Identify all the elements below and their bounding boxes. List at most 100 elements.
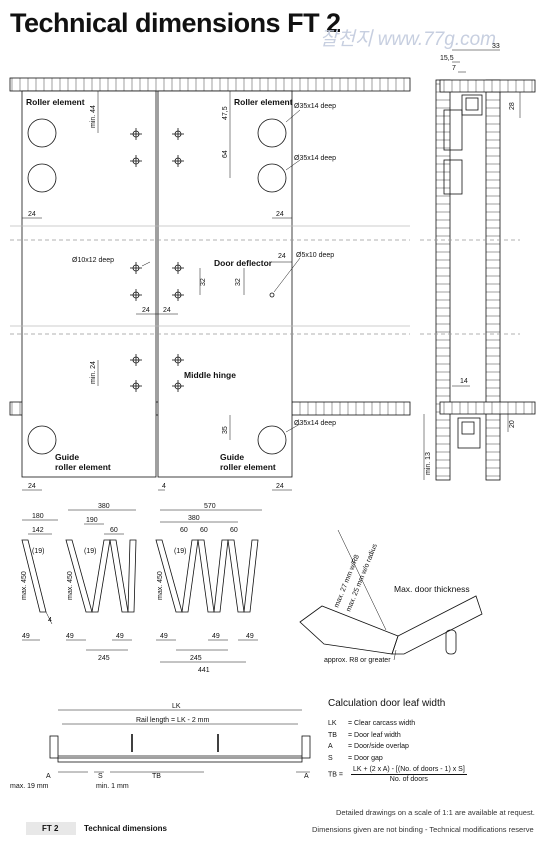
width-formula: TB = LK + (2 x A) - [(No. of doors - 1) …: [328, 766, 467, 783]
guide-roller-right-label-2: roller element: [220, 462, 276, 472]
formula-fraction: LK + (2 x A) - [(No. of doors - 1) x S] …: [350, 766, 467, 783]
hole-35x14-label-2: Ø35x14 deep: [294, 155, 336, 162]
fold-dim-60-d: 60: [230, 527, 238, 534]
radius-note: approx. R8 or greater: [324, 657, 391, 664]
side-dim-14: 14: [460, 378, 468, 385]
dim-47-5: 47,5: [222, 106, 229, 120]
dim-24-a: 24: [28, 211, 36, 218]
side-dim-28: 28: [509, 102, 516, 110]
rail-a-left: A: [46, 773, 51, 780]
legend-key: S: [328, 754, 333, 762]
fold-dim-49-a: 49: [22, 633, 30, 640]
side-view: [420, 49, 536, 481]
fold-dim-19-a: (19): [32, 548, 44, 555]
hole-35x14-label-1: Ø35x14 deep: [294, 103, 336, 110]
middle-hinge-label: Middle hinge: [184, 370, 236, 380]
side-dim-20: 20: [509, 420, 516, 428]
rail-min-1: min. 1 mm: [96, 783, 129, 790]
rail-a-right: A: [304, 773, 309, 780]
fold-dim-245-b: 245: [190, 655, 202, 662]
fold-dim-60-a: 60: [110, 527, 118, 534]
hole-10x12-label: Ø10x12 deep: [72, 257, 114, 264]
side-dim-min-13: min. 13: [425, 452, 432, 475]
dim-min-44: min. 44: [90, 105, 97, 128]
dim-35: 35: [222, 426, 229, 434]
watermark-text: 잘천지 www.77g.com: [320, 29, 496, 50]
legend-row: LK = Clear carcass width: [328, 718, 415, 730]
dim-24-f: 24: [28, 483, 36, 490]
page-footer: FT 2 Technical dimensions Dimensions giv…: [0, 820, 560, 842]
side-dim-33: 33: [492, 43, 500, 50]
rail-tb: TB: [152, 773, 161, 780]
dim-32-a: 32: [200, 278, 207, 286]
legend-desc: = Door/side overlap: [348, 743, 409, 750]
legend-key: LK: [328, 720, 337, 727]
dim-min-24: min. 24: [90, 361, 97, 384]
dim-24-d: 24: [163, 307, 171, 314]
dim-24-g: 24: [276, 483, 284, 490]
fold-dim-19-b: (19): [84, 548, 96, 555]
dim-32-b: 32: [235, 278, 242, 286]
fold-dim-60-c: 60: [200, 527, 208, 534]
footer-code-bar: [26, 822, 76, 835]
fold-dim-190: 190: [86, 517, 98, 524]
fold-dim-180: 180: [32, 513, 44, 520]
rail-diagram: [49, 709, 311, 773]
fold-dim-570: 570: [204, 503, 216, 510]
fold-dim-380-b: 380: [188, 515, 200, 522]
legend-row: A = Door/side overlap: [328, 741, 415, 753]
fold-dim-49-d: 49: [160, 633, 168, 640]
fold-dim-49-b: 49: [66, 633, 74, 640]
legend-desc: = Clear carcass width: [348, 720, 416, 727]
fold-max-450-c: max. 450: [157, 571, 164, 600]
fold-dim-60-b: 60: [180, 527, 188, 534]
dim-24-c: 24: [142, 307, 150, 314]
guide-roller-left-label-1: Guide: [55, 452, 79, 462]
legend-desc: = Door leaf width: [348, 731, 401, 739]
fold-dim-4: 4: [48, 617, 52, 624]
legend-row: S = Door gap: [328, 753, 415, 765]
fold-dim-49-f: 49: [246, 633, 254, 640]
detail-note: Detailed drawings on a scale of 1:1 are …: [336, 808, 535, 817]
roller-element-left-label: Roller element: [26, 97, 85, 107]
formula-denominator: No. of doors: [389, 776, 428, 783]
fold-dim-49-c: 49: [116, 633, 124, 640]
legend-row: TB = Door leaf width: [328, 730, 415, 742]
roller-element-right-label: Roller element: [234, 97, 293, 107]
max-thickness-label: Max. door thickness: [394, 584, 470, 594]
rail-length-label: Rail length = LK - 2 mm: [136, 717, 210, 724]
formula-numerator: LK + (2 x A) - [(No. of doors - 1) x S]: [350, 766, 467, 775]
fold-dim-19-c: (19): [174, 548, 186, 555]
calculation-title: Calculation door leaf width: [328, 698, 446, 709]
front-view: [9, 77, 411, 491]
side-dim-7: 7: [452, 65, 456, 72]
legend-key: TB: [328, 731, 337, 739]
fold-diagrams: [21, 509, 262, 663]
rail-max-19: max. 19 mm: [10, 783, 49, 790]
rail-lk-label: LK: [172, 703, 181, 710]
footer-code: FT 2: [42, 824, 59, 833]
fold-max-450-b: max. 450: [67, 571, 74, 600]
fold-dim-142: 142: [32, 527, 44, 534]
fold-dim-49-e: 49: [212, 633, 220, 640]
thickness-diagram: [299, 529, 483, 661]
page-title: Technical dimensions FT 2: [10, 8, 341, 38]
dim-24-b: 24: [276, 211, 284, 218]
fold-dim-441: 441: [198, 667, 210, 674]
rail-s: S: [98, 773, 103, 780]
guide-roller-right-label-1: Guide: [220, 452, 244, 462]
dim-64: 64: [222, 150, 229, 158]
fold-dim-245-a: 245: [98, 655, 110, 662]
guide-roller-left-label-2: roller element: [55, 462, 111, 472]
formula-lhs: TB =: [328, 771, 343, 779]
calculation-legend: LK = Clear carcass width TB = Door leaf wi…: [328, 718, 415, 764]
fold-dim-380-a: 380: [98, 503, 110, 510]
legend-key: A: [328, 743, 333, 750]
hole-5x10-label: Ø5x10 deep: [296, 252, 334, 259]
legend-desc: = Door gap: [348, 754, 383, 762]
footer-disclaimer: Dimensions given are not binding - Techn…: [312, 825, 534, 834]
door-deflector-label: Door deflector: [214, 258, 273, 268]
footer-section: Technical dimensions: [84, 824, 167, 833]
